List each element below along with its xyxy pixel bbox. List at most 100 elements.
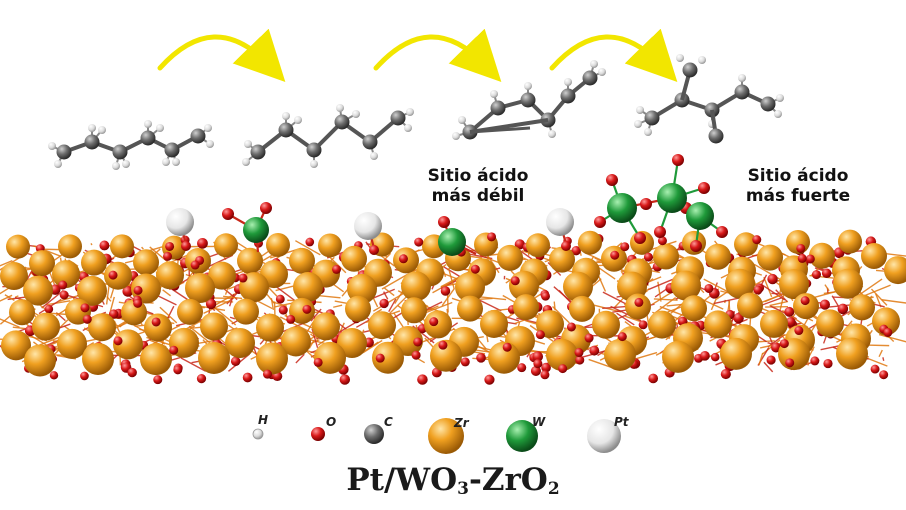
zirconium-atom: [681, 295, 707, 322]
carbon-atom: [112, 144, 128, 160]
oxygen-atom: [460, 357, 470, 367]
oxygen-atom: [429, 317, 439, 327]
hydrogen-atom: [738, 74, 746, 82]
hydrogen-atom: [404, 124, 412, 132]
zirconium-atom: [671, 270, 701, 301]
carbon-atom: [760, 96, 776, 112]
carbon-atom: [682, 62, 698, 78]
zirconium-atom: [24, 344, 56, 377]
platinum-atom: [546, 208, 574, 236]
reaction-arrow: [157, 28, 286, 82]
oxygen-atom: [571, 245, 581, 256]
oxygen-atom: [230, 356, 241, 367]
zirconium-atom: [648, 310, 676, 339]
oxygen-atom: [690, 240, 702, 252]
zirconium-atom-icon: [428, 418, 464, 454]
zr-o-bond: [372, 290, 408, 312]
zirconium-atom: [578, 230, 602, 255]
oxygen-atom: [332, 264, 342, 274]
oxygen-atom: [821, 268, 832, 279]
zirconium-atom: [838, 229, 862, 254]
legend-label-c: C: [384, 415, 393, 429]
reaction-arrow: [549, 28, 678, 82]
zr-o-bond: [878, 349, 883, 358]
oxygen-atom: [153, 375, 163, 385]
oxygen-atom: [196, 374, 207, 384]
zirconium-atom: [312, 312, 340, 341]
zirconium-atom: [526, 233, 550, 258]
oxygen-atom: [541, 362, 551, 373]
oxygen-atom: [657, 236, 667, 246]
zirconium-atom: [289, 247, 315, 274]
hydrogen-atom: [644, 128, 652, 136]
oxygen-atom: [870, 364, 880, 374]
carbon-atom: [490, 100, 506, 116]
oxygen-atom: [752, 235, 762, 245]
hydrogen-atom: [548, 130, 556, 138]
zirconium-atom: [430, 339, 462, 372]
zr-o-bond: [228, 285, 237, 290]
zirconium-atom: [198, 341, 230, 374]
legend-label-w: W: [532, 415, 546, 429]
zr-o-bond: [443, 266, 460, 277]
oxygen-atom: [99, 240, 110, 251]
carbon-atom: [306, 142, 322, 158]
zirconium-atom: [345, 295, 371, 322]
zr-o-bond: [855, 278, 883, 298]
hydrogen-atom: [112, 162, 120, 170]
oxygen-atom: [262, 369, 272, 379]
oxygen-atom: [796, 243, 806, 253]
carbon-atom: [56, 144, 72, 160]
oxygen-atom: [122, 285, 134, 297]
zr-o-bond: [156, 294, 177, 306]
zr-o-bond: [388, 295, 408, 315]
zirconium-atom: [81, 249, 107, 276]
zirconium-atom: [214, 233, 238, 258]
zr-o-bond: [308, 339, 315, 349]
zirconium-atom: [133, 249, 159, 276]
legend-label-h: H: [258, 413, 269, 427]
zirconium-atom: [734, 232, 758, 257]
zr-o-bond: [229, 316, 236, 320]
zirconium-atom: [104, 261, 132, 290]
oxygen-atom: [109, 309, 119, 319]
oxygen-atom: [205, 298, 217, 310]
zirconium-atom: [779, 269, 809, 300]
reaction-arrows: [157, 28, 678, 82]
carbon-atom: [190, 128, 206, 144]
oxygen-atom: [766, 355, 776, 365]
zirconium-atom: [77, 275, 107, 306]
zr-o-bond: [45, 300, 71, 306]
oxygen-atom: [879, 370, 889, 380]
zirconium-atom: [760, 309, 788, 338]
zirconium-atom: [546, 338, 578, 371]
zirconium-atom: [281, 326, 311, 357]
oxygen-atom: [638, 320, 648, 330]
zirconium-atom: [233, 298, 259, 325]
zr-o-bond: [668, 336, 671, 340]
zr-o-bond: [295, 240, 321, 256]
hydrogen-atom: [676, 54, 684, 62]
zr-o-bond: [767, 334, 786, 348]
zirconium-atom: [549, 246, 575, 273]
zirconium-atom: [836, 337, 868, 370]
carbon-atom: [278, 122, 294, 138]
hydrogen-atom: [636, 106, 644, 114]
zirconium-atom: [23, 275, 53, 306]
hydrogen-atom: [144, 120, 152, 128]
weak-acid-site-label: Sitio ácido más débil: [427, 166, 529, 206]
oxygen-atom: [305, 237, 315, 247]
oxygen-atom: [133, 285, 143, 295]
zirconium-atom: [737, 292, 763, 319]
oxygen-atom: [700, 350, 710, 361]
zirconium-atom: [592, 310, 620, 339]
catalyst-formula: Pt/WO3-ZrO2: [346, 462, 560, 499]
hydrogen-atom: [352, 110, 360, 118]
oxygen-atom: [487, 232, 497, 242]
hydrogen-atom: [162, 158, 170, 166]
platinum-atom: [354, 212, 382, 240]
oxygen-atom: [58, 280, 68, 290]
zr-o-bond: [758, 352, 764, 366]
zirconium-atom: [705, 243, 731, 270]
